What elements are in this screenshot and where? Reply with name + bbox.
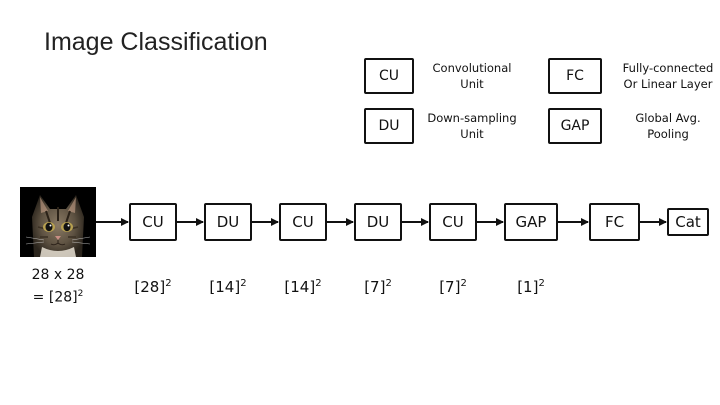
legend-cu-desc: Convolutional Unit [422, 60, 522, 92]
legend-gap-box: GAP [548, 108, 602, 144]
pipeline-fc: FC [589, 203, 640, 241]
input-size-base: = [28] [32, 289, 78, 306]
input-size-label: 28 x 28 = [28]2 [20, 266, 96, 308]
dim-label-1: [28]2 [123, 278, 183, 296]
pipeline-gap: GAP [504, 203, 558, 241]
input-size-exp: 2 [77, 289, 84, 299]
dim-label-6: [1]2 [501, 278, 561, 296]
legend-fc-desc: Fully-connected Or Linear Layer [616, 60, 720, 92]
pipeline-du-1: DU [204, 203, 252, 241]
dim-label-4-base: [7] [364, 278, 386, 296]
pipeline-du-2: DU [354, 203, 402, 241]
dim-label-3: [14]2 [273, 278, 333, 296]
legend-cu-box: CU [364, 58, 414, 94]
pipeline-cu-2: CU [279, 203, 327, 241]
dim-label-6-base: [1] [517, 278, 539, 296]
dim-label-2-base: [14] [209, 278, 241, 296]
dim-label-1-exp: 2 [165, 278, 172, 289]
input-size-line2: = [28]2 [20, 285, 96, 308]
slide-title: Image Classification [44, 28, 268, 56]
pipeline-output-cat: Cat [667, 208, 709, 236]
legend-du-desc: Down-sampling Unit [422, 110, 522, 142]
legend-gap-desc-line1: Global Avg. [635, 111, 701, 125]
legend-cu-desc-line1: Convolutional [432, 61, 512, 75]
input-size-line1: 28 x 28 [31, 267, 85, 283]
dim-label-1-base: [28] [134, 278, 166, 296]
legend-fc-desc-line1: Fully-connected [622, 61, 714, 75]
legend-fc-desc-line2: Or Linear Layer [623, 77, 713, 91]
legend-du-box: DU [364, 108, 414, 144]
legend-cu-desc-line2: Unit [460, 77, 484, 91]
dim-label-6-exp: 2 [538, 278, 545, 289]
legend-gap-desc-line2: Pooling [647, 127, 689, 141]
pipeline-cu-3: CU [429, 203, 477, 241]
dim-label-5-base: [7] [439, 278, 461, 296]
dim-label-4: [7]2 [348, 278, 408, 296]
dim-label-5: [7]2 [423, 278, 483, 296]
dim-label-2: [14]2 [198, 278, 258, 296]
pipeline-cu-1: CU [129, 203, 177, 241]
legend-du-desc-line2: Unit [460, 127, 484, 141]
dim-label-5-exp: 2 [460, 278, 467, 289]
dim-label-3-base: [14] [284, 278, 316, 296]
legend-du-desc-line1: Down-sampling [427, 111, 517, 125]
dim-label-4-exp: 2 [385, 278, 392, 289]
dim-label-2-exp: 2 [240, 278, 247, 289]
dim-label-3-exp: 2 [315, 278, 322, 289]
cat-input-image [20, 187, 96, 257]
legend-gap-desc: Global Avg. Pooling [616, 110, 720, 142]
legend-fc-box: FC [548, 58, 602, 94]
